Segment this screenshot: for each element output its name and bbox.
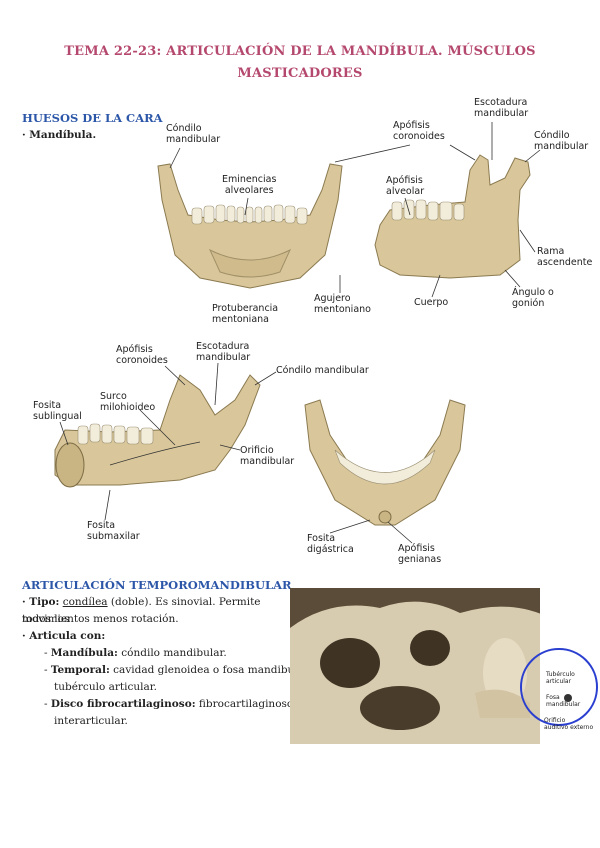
- label-condilo-mandibular: Cóndilo mandibular: [166, 123, 221, 145]
- label2-escotadura-mandibular: Escotadura mandibular: [196, 341, 251, 363]
- mandible-front-view: [157, 163, 343, 289]
- label-fosita-sublingual: Fosita sublingual: [33, 400, 82, 422]
- label-rama-ascendente: Rama ascendente: [537, 246, 593, 268]
- tipo-value: condílea: [62, 596, 108, 608]
- item-desc: fibrocartilaginosos: [195, 698, 299, 710]
- mandible-inferior-view: [304, 399, 466, 526]
- list-item-temporal-cont: tubérculo articular.: [54, 681, 157, 693]
- articula-label: · Articula con:: [22, 630, 106, 642]
- item-term: Temporal:: [50, 664, 110, 676]
- label-fosita-digastrica: Fosita digástrica: [307, 533, 354, 555]
- page-title: TEMA 22-23: ARTICULACIÓN DE LA MANDÍBULA…: [64, 44, 536, 59]
- section-heading-atm: ARTICULACIÓN TEMPOROMANDIBULAR: [22, 578, 292, 592]
- tipo-rest: (doble). Es sinovial. Permite todos los: [22, 596, 261, 625]
- label-protuberancia-mentoniana: Protuberancia mentoniana: [212, 303, 279, 325]
- list-item-disco-cont: interarticular.: [54, 715, 128, 727]
- label-apofisis-coronoides: Apófisis coronoides: [393, 120, 445, 142]
- label-fosita-submaxilar: Fosita submaxilar: [87, 520, 140, 542]
- label-apofisis-genianas: Apófisis genianas: [398, 543, 442, 565]
- list-item-mandibula: - Mandíbula: cóndilo mandibular.: [44, 647, 227, 659]
- label-condilo-mandibular-right: Cóndilo mandibular: [534, 130, 589, 152]
- list-item-disco: - Disco fibrocartilaginoso: fibrocartila…: [44, 698, 299, 710]
- page-title-line2: MASTICADORES: [237, 66, 363, 81]
- label-surco-milohioideo: Surco milohioideo: [100, 391, 156, 413]
- figure1-leader-lines: [169, 122, 541, 298]
- item-desc: cóndilo mandibular.: [117, 647, 227, 659]
- bullet-mandibula: · Mandíbula.: [22, 129, 97, 141]
- mandible-lateral-view: [374, 154, 531, 279]
- label-eminencias-alveolares: Eminencias alveolares: [222, 174, 277, 196]
- skull-base-photo: [290, 588, 598, 744]
- label2-condilo-mandibular: Cóndilo mandibular: [276, 365, 369, 376]
- item-term: Disco fibrocartilaginoso:: [50, 698, 196, 710]
- label-fosa-mandibular: Fosa mandibular: [546, 694, 581, 708]
- label-tuberculo-articular: Tubérculo articular: [546, 671, 575, 685]
- section-heading-huesos: HUESOS DE LA CARA: [22, 111, 163, 125]
- label-agujero-mentoniano: Agujero mentoniano: [314, 293, 371, 315]
- figure2-leader-lines: [59, 362, 413, 544]
- label2-apofisis-coronoides: Apófisis coronoides: [116, 344, 168, 366]
- label-apofisis-alveolar: Apófisis alveolar: [386, 175, 425, 197]
- label-angulo-gonion: Ángulo o gonión: [512, 287, 554, 309]
- label-orificio-auditivo: Orificio auditivo externo: [544, 717, 594, 731]
- label-cuerpo: Cuerpo: [414, 297, 449, 308]
- item-term: Mandíbula:: [50, 647, 118, 659]
- item-desc: cavidad glenoidea o fosa mandibular y: [109, 664, 319, 676]
- label-orificio-mandibular: Orificio mandibular: [240, 445, 295, 467]
- tipo-label: · Tipo:: [22, 596, 60, 608]
- tipo-line2: movimientos menos rotación.: [22, 613, 179, 625]
- highlight-circle: [520, 648, 598, 726]
- label-escotadura-mandibular: Escotadura mandibular: [474, 97, 529, 119]
- list-item-temporal: - Temporal: cavidad glenoidea o fosa man…: [44, 664, 319, 676]
- tipo-line: · Tipo: condílea (doble). Es sinovial. P…: [22, 594, 277, 628]
